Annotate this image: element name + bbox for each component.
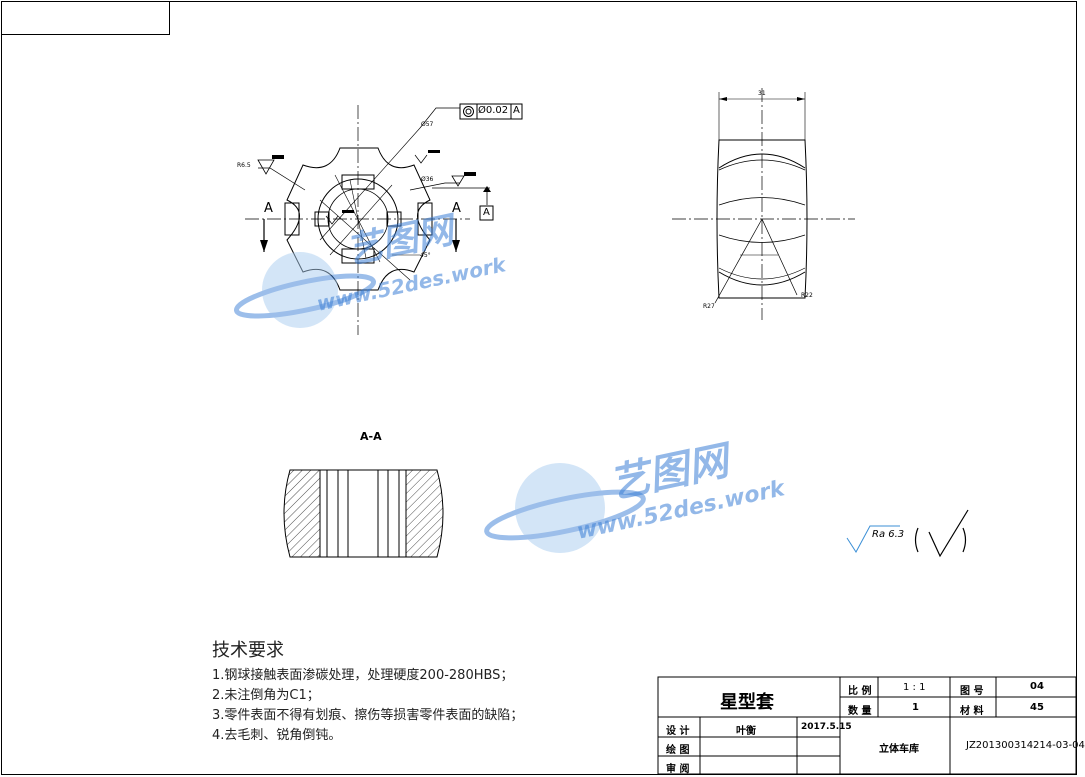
watermark-globe-lower <box>484 463 646 553</box>
fcf-datum: A <box>513 105 520 116</box>
cut-label-right: A <box>452 201 461 216</box>
document-code: JZ201300314214-03-04 <box>966 740 1085 751</box>
dim-45: 45° <box>420 252 431 259</box>
roughness-value: Ra 6.3 <box>872 529 905 540</box>
qty-label: 数 量 <box>848 706 872 717</box>
section-label: A-A <box>360 430 382 443</box>
fcf-tolerance: Ø0.02 <box>478 105 509 116</box>
dim-phi-side: Ø36 <box>421 176 434 183</box>
part-name: 星型套 <box>720 692 774 713</box>
designer-name: 叶衡 <box>736 726 756 737</box>
drawing-no-label: 图 号 <box>960 686 984 697</box>
material-label: 材 料 <box>960 706 984 717</box>
dim-r65: R6.5 <box>237 162 251 169</box>
star-outline <box>286 147 431 291</box>
assembly-name: 立体车库 <box>879 744 919 755</box>
drawing-no-value: 04 <box>1030 681 1044 692</box>
datum-box <box>479 205 494 221</box>
note-item: 4.去毛刺、锐角倒钝。 <box>212 728 342 743</box>
feature-control-frame <box>459 103 523 120</box>
qty-value: 1 <box>912 702 919 713</box>
side-view <box>672 88 855 320</box>
drafter-label: 绘 图 <box>666 745 690 756</box>
note-item: 2.未注倒角为C1； <box>212 688 320 703</box>
datum-label: A <box>483 207 490 218</box>
watermark-globe-upper <box>233 252 377 328</box>
dim-phi-top: Ø57 <box>421 121 434 128</box>
dim-r27: R27 <box>703 303 715 310</box>
note-item: 1.钢球接触表面渗碳处理，处理硬度200-280HBS； <box>212 668 514 683</box>
dim-r22: R22 <box>801 292 813 299</box>
section-view <box>283 469 444 558</box>
front-view <box>245 105 491 335</box>
design-date: 2017.5.15 <box>801 722 852 732</box>
scale-value: 1 : 1 <box>903 682 926 693</box>
other-surfaces-symbol <box>914 509 969 558</box>
material-value: 45 <box>1030 702 1044 713</box>
design-label: 设 计 <box>666 726 690 737</box>
cut-label-left: A <box>264 201 273 216</box>
dim-width: 31 <box>758 90 766 97</box>
surface-finish-symbol <box>846 525 900 553</box>
corner-box <box>1 1 170 35</box>
scale-label: 比 例 <box>848 686 872 697</box>
technical-notes: 技术要求 1.钢球接触表面渗碳处理，处理硬度200-280HBS； 2.未注倒角… <box>212 636 523 746</box>
note-item: 3.零件表面不得有划痕、擦伤等损害零件表面的缺陷； <box>212 708 524 723</box>
hub-outline <box>317 178 399 260</box>
notes-title: 技术要求 <box>212 640 284 661</box>
checker-label: 审 阅 <box>666 764 690 775</box>
title-block <box>657 676 1077 775</box>
